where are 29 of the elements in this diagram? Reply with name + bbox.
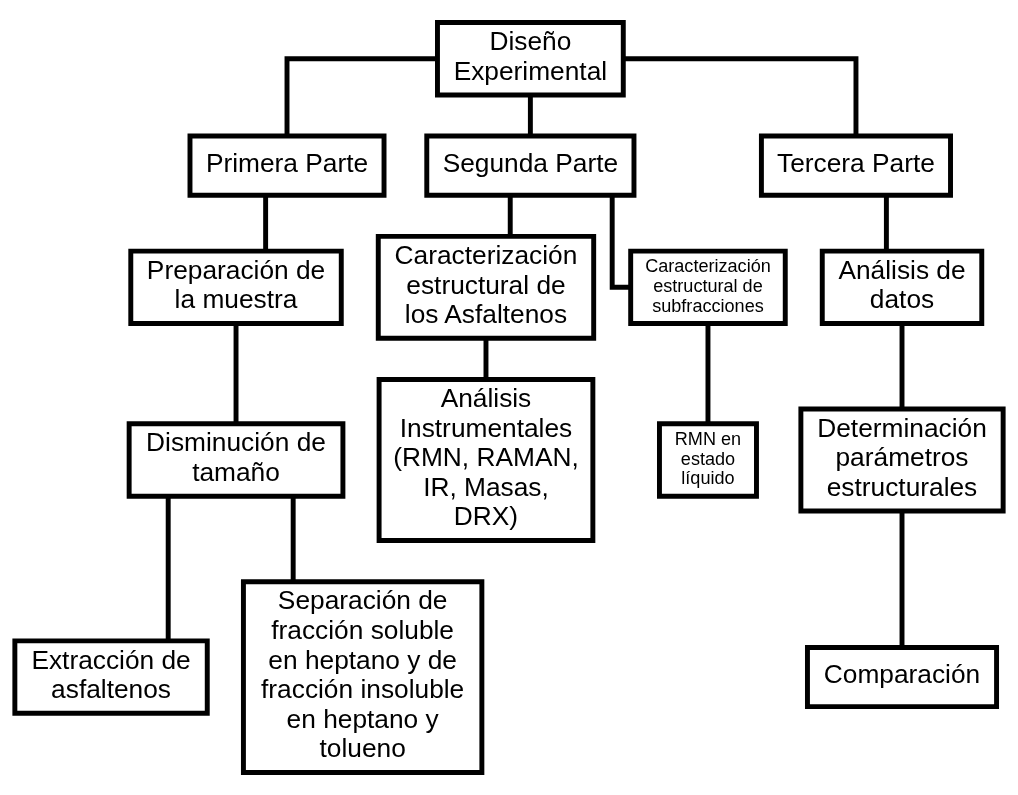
connector (290, 496, 296, 582)
connector (483, 338, 489, 380)
node-box: Tercera Parte (758, 133, 953, 198)
connector (883, 195, 889, 252)
connector (507, 195, 513, 237)
node-box: Análisis Instrumentales (RMN, RAMAN, IR, Masas, DRX) (376, 376, 596, 544)
connector (233, 323, 239, 424)
node-box: Determinación parámetros estructurales (798, 406, 1006, 514)
node-box: Caracterización estructural de los Asfaltenos (375, 233, 597, 341)
connector (165, 496, 171, 641)
connector (527, 94, 533, 136)
node-box: Análisis de datos (819, 248, 985, 326)
node-box: Extracción de asfaltenos (12, 638, 210, 716)
node-box: Separación de fracción soluble en heptano y de fracción insoluble en heptano y tolueno (240, 579, 485, 775)
node-box: Caracterización estructural de subfracciones (628, 248, 788, 326)
connector (705, 323, 711, 424)
node-box: Comparación (805, 645, 1000, 710)
node-box: RMN en estado líquido (657, 421, 759, 499)
connector (899, 323, 905, 409)
connector (284, 56, 437, 136)
connector (623, 56, 859, 136)
node-box: Diseño Experimental (435, 20, 626, 98)
node-box: Disminución de tamaño (126, 421, 346, 499)
connector (609, 195, 631, 290)
node-box: Segunda Parte (424, 133, 637, 198)
node-box: Primera Parte (187, 133, 387, 198)
connector (899, 511, 905, 648)
node-box: Preparación de la muestra (128, 248, 344, 326)
connector (263, 195, 269, 252)
